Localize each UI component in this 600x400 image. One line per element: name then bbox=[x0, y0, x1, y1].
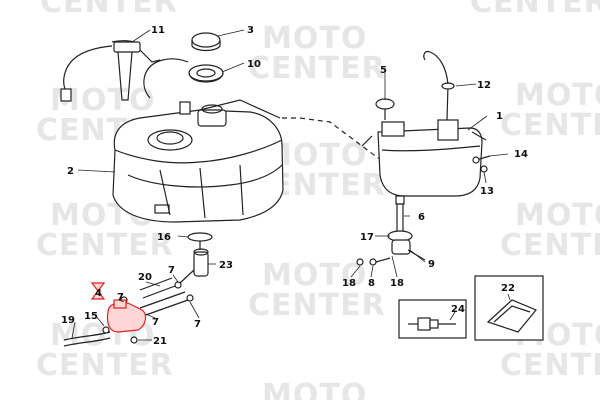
watermark-text: MOTO bbox=[262, 378, 367, 400]
callout-19: 19 bbox=[61, 315, 75, 326]
callout-7: 7 bbox=[168, 265, 175, 276]
bolt-drawing bbox=[472, 155, 491, 173]
fuel-sender-drawing bbox=[60, 40, 161, 102]
part-box-22 bbox=[474, 275, 544, 341]
callout-18: 18 bbox=[390, 278, 404, 289]
callout-12: 12 bbox=[477, 80, 491, 91]
callout-6: 6 bbox=[418, 212, 425, 223]
watermark-text: CENTER bbox=[36, 228, 174, 263]
callout-7: 7 bbox=[152, 317, 159, 328]
watermark-text: MOTO bbox=[262, 258, 367, 293]
oil-reservoir-drawing bbox=[361, 50, 487, 205]
watermark-text: CENTER bbox=[500, 348, 600, 383]
leader-lines bbox=[71, 29, 511, 341]
callout-9: 9 bbox=[428, 259, 435, 270]
callout-2: 2 bbox=[67, 166, 74, 177]
callout-7: 7 bbox=[194, 319, 201, 330]
callout-17: 17 bbox=[360, 232, 374, 243]
callout-24: 24 bbox=[451, 304, 465, 315]
callout-14: 14 bbox=[514, 149, 528, 160]
part-box-24 bbox=[398, 299, 467, 339]
callout-8: 8 bbox=[368, 278, 375, 289]
dashed-leader bbox=[282, 117, 393, 159]
callout-20: 20 bbox=[138, 272, 152, 283]
valve-assembly-drawing bbox=[356, 203, 426, 266]
watermark-text: CENTER bbox=[40, 0, 178, 20]
callout-3: 3 bbox=[247, 25, 254, 36]
watermark-text: CENTER bbox=[500, 228, 600, 263]
watermark-text: CENTER bbox=[248, 51, 386, 86]
callout-7: 7 bbox=[117, 292, 124, 303]
callout-21: 21 bbox=[153, 336, 167, 347]
callout-13: 13 bbox=[480, 186, 494, 197]
callout-23: 23 bbox=[219, 260, 233, 271]
callout-16: 16 bbox=[157, 232, 171, 243]
watermark-text: CENTER bbox=[500, 108, 600, 143]
watermark-text: MOTO bbox=[262, 21, 367, 56]
callout-5: 5 bbox=[380, 65, 387, 76]
callout-1: 1 bbox=[496, 111, 503, 122]
watermark-text: MOTO bbox=[515, 78, 600, 113]
fuel-tank-drawing bbox=[112, 99, 284, 223]
watermark-text: CENTER bbox=[470, 0, 600, 20]
hose-drawing bbox=[63, 326, 138, 347]
callout-22: 22 bbox=[501, 283, 515, 294]
callout-10: 10 bbox=[247, 59, 261, 70]
watermark-text: MOTO bbox=[515, 198, 600, 233]
reservoir-cap-drawing bbox=[375, 98, 395, 120]
callout-18: 18 bbox=[342, 278, 356, 289]
callout-15: 15 bbox=[84, 311, 98, 322]
watermark-text: CENTER bbox=[36, 348, 174, 383]
callout-4: 4 bbox=[95, 288, 102, 299]
callout-11: 11 bbox=[151, 25, 165, 36]
fuel-cap-drawing bbox=[143, 32, 224, 115]
callout-labels: 11 3 10 2 5 12 1 14 13 6 17 9 18 8 18 16… bbox=[61, 25, 528, 347]
watermark-text: CENTER bbox=[248, 288, 386, 323]
